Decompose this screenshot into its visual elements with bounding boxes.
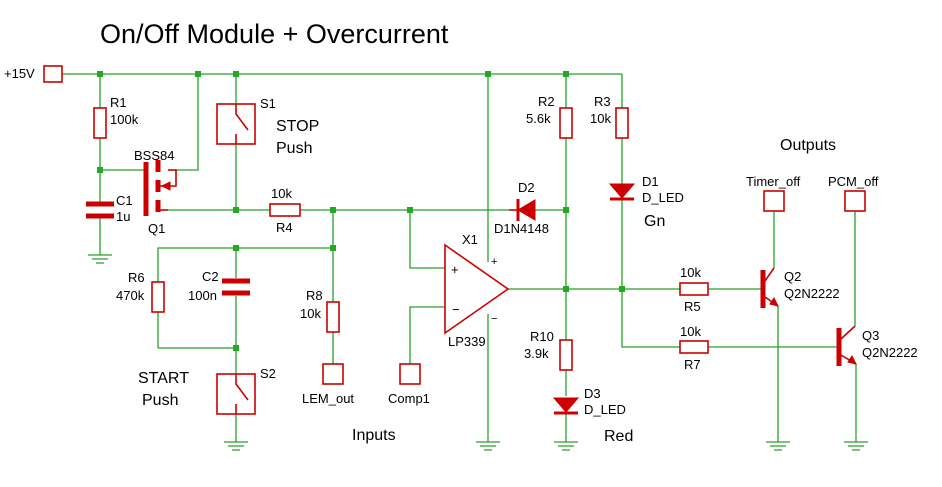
port-timer-off: Timer_off [746,174,801,212]
led-d3: D3 D_LED Red [552,386,633,445]
components-r1-ref-text: R1 [110,95,127,110]
components-c2-value-text: 100n [188,288,217,303]
components-r8-ref-text: R8 [306,288,323,303]
components-s2-caption_line2-text: Push [142,392,178,409]
components-s1-caption_line1-text: STOP [276,118,319,135]
components-d3-value-text: D_LED [584,402,626,417]
components-r7-value-text: 10k [680,324,701,339]
components-s2-ref-text: S2 [260,366,276,381]
components-r3-ref-text: R3 [594,94,611,109]
opamp_pins-plus-text: + [451,262,459,277]
transistor-q3: Q3 Q2N2222 [836,325,918,366]
resistor-r1: R1 100k [93,95,139,139]
supply-plus15v: +15V [4,65,63,83]
ports-lem_out-text: LEM_out [302,391,354,406]
port-lem-out: LEM_out [302,363,354,406]
components-d1-ref-text: D1 [642,174,659,189]
supply-label: +15V [4,66,35,81]
components-r7-ref-text: R7 [684,357,701,372]
mosfet-q1: BSS84 Q1 [134,148,177,236]
components-d3-caption-text: Red [604,428,633,445]
ground-d3 [554,441,578,451]
inputs-label: Inputs [352,427,396,444]
opamp_pins-minus-text: − [491,313,497,325]
wires [62,73,857,442]
components-r4-ref-text: R4 [276,220,293,235]
components-q1-ref-text: Q1 [148,221,165,236]
components-r1-value-text: 100k [110,112,139,127]
components-r3-value-text: 10k [590,111,611,126]
resistor-r5: 10k R5 [679,265,709,314]
components-d3-ref-text: D3 [584,386,601,401]
schematic-title: On/Off Module + Overcurrent [100,19,449,49]
opamp_pins-plus-text: + [491,256,497,268]
components-r5-ref-text: R5 [684,299,701,314]
switch-s1: S1 STOP Push [216,96,319,157]
components-c2-ref-text: C2 [202,269,219,284]
components-s2-caption_line1-text: START [138,370,189,387]
components-r5-value-text: 10k [680,265,701,280]
capacitor-c1: C1 1u [86,193,133,224]
resistor-r2: R2 5.6k [526,94,573,139]
components-r6-ref-text: R6 [128,270,145,285]
components-s1-caption_line2-text: Push [276,140,312,157]
ground-c1 [88,254,112,264]
ground-q3 [844,441,868,451]
components-q1-value-text: BSS84 [134,148,174,163]
diode-d2: D2 D1N4148 [494,180,549,236]
resistor-r6: R6 470k [116,270,165,313]
components-d2-value-text: D1N4148 [494,221,549,236]
components-d1-caption-text: Gn [644,213,665,230]
port-comp1: Comp1 [388,363,430,406]
components-q2-value-text: Q2N2222 [784,286,840,301]
components-x1-value-text: LP339 [448,334,486,349]
components-x1-ref-text: X1 [462,232,478,247]
junctions [97,71,625,351]
components-d1-value-text: D_LED [642,190,684,205]
components-r10-ref-text: R10 [530,329,554,344]
ground-q2 [766,441,790,451]
ground-symbols [88,254,868,451]
components-r6-value-text: 470k [116,288,145,303]
components-r8-value-text: 10k [300,306,321,321]
ground-x1 [476,441,500,451]
port-pcm-off: PCM_off [828,174,879,212]
components-q2-ref-text: Q2 [784,269,801,284]
ports-pcm_off-text: PCM_off [828,174,879,189]
components-c1-value-text: 1u [116,209,130,224]
ports-comp1-text: Comp1 [388,391,430,406]
components-q3-ref-text: Q3 [862,328,879,343]
components-s1-ref-text: S1 [260,96,276,111]
resistor-r8: R8 10k [300,288,340,333]
components-d2-ref-text: D2 [518,180,535,195]
capacitor-c2: C2 100n [188,269,250,303]
components-r10-value-text: 3.9k [524,346,549,361]
ground-s2 [224,441,248,451]
outputs-label: Outputs [780,137,836,154]
components-c1-ref-text: C1 [116,193,133,208]
transistor-q2: Q2 Q2N2222 [760,267,840,308]
resistor-r10: R10 3.9k [524,329,573,371]
components-q3-value-text: Q2N2222 [862,345,918,360]
components-r2-ref-text: R2 [538,94,555,109]
components-r4-value-text: 10k [271,186,292,201]
comparator-x1: + − + − X1 LP339 [444,232,510,349]
resistor-r3: R3 10k [590,94,629,139]
led-d1: D1 D_LED Gn [608,174,684,230]
switch-s2: S2 START Push [138,366,276,415]
resistor-r4: 10k R4 [269,186,301,235]
resistor-r7: 10k R7 [679,324,709,372]
opamp_pins-minus-text: − [452,302,460,317]
components-r2-value-text: 5.6k [526,111,551,126]
ports-timer_off-text: Timer_off [746,174,801,189]
